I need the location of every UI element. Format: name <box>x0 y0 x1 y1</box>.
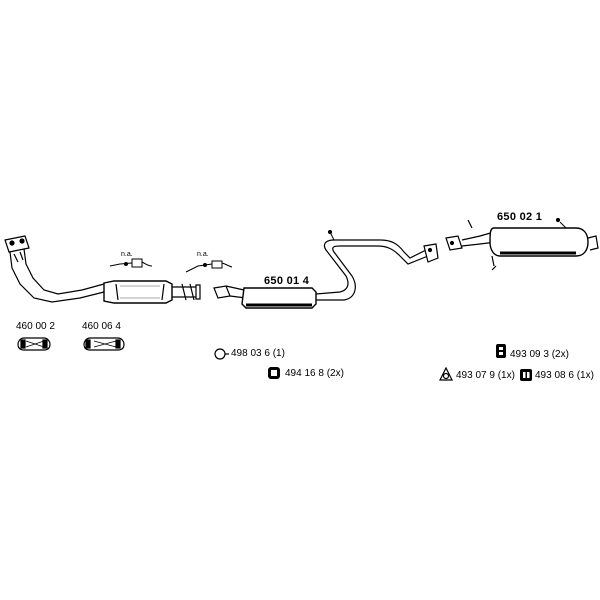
part-label-front-pipe-right: 460 06 4 <box>82 321 121 332</box>
oxygen-sensor-left <box>109 258 153 268</box>
accessory-label-clamp-ring: 498 03 6 (1) <box>231 348 285 359</box>
accessory-label-rubber-mount: 494 16 8 (2x) <box>285 368 344 379</box>
sensor-note-right: n.a. <box>197 251 209 258</box>
part-label-rear-muffler: 650 02 1 <box>497 211 543 223</box>
accessory-label-double-hanger: 493 08 6 (1x) <box>535 370 594 381</box>
clamp-460-00-2 <box>17 337 51 351</box>
ring-hanger-icon <box>439 366 453 381</box>
sensor-note-left: n.a. <box>121 251 133 258</box>
oxygen-sensor-right <box>185 260 233 273</box>
rear-muffler-assembly <box>445 217 599 271</box>
middle-muffler-assembly <box>213 229 439 309</box>
clamp-ring-icon <box>214 348 229 360</box>
part-label-front-pipe-left: 460 00 2 <box>16 321 55 332</box>
rubber-mount-icon <box>268 367 280 379</box>
accessory-label-hanger-block: 493 09 3 (2x) <box>510 349 569 360</box>
part-label-middle-muffler: 650 01 4 <box>264 275 310 287</box>
hanger-block-icon <box>496 344 506 358</box>
double-hanger-icon <box>520 369 532 381</box>
front-pipe-with-catalyst <box>4 235 201 304</box>
accessory-label-ring-hanger: 493 07 9 (1x) <box>456 370 515 381</box>
clamp-460-06-4 <box>83 337 125 351</box>
